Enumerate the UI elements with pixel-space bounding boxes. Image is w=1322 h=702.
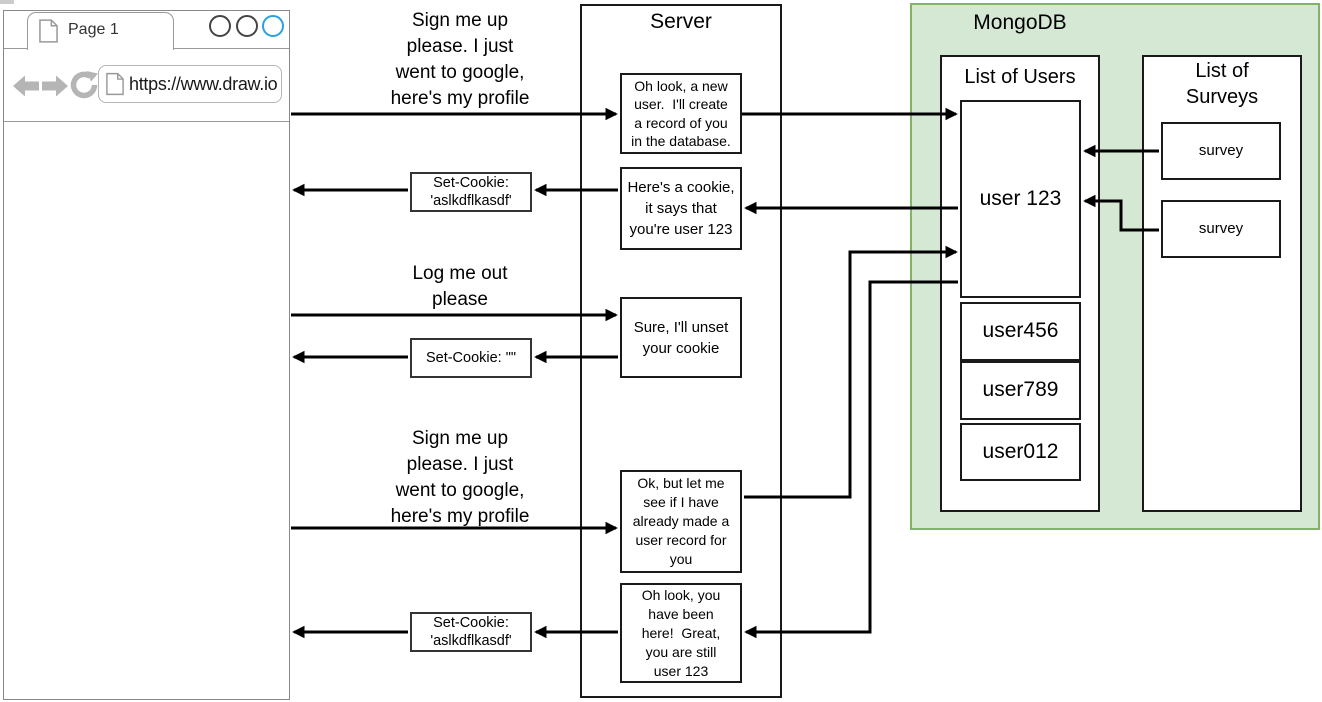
mongodb-title: MongoDB [973,11,1067,34]
tab-title: Page 1 [68,21,119,38]
corner-artifact [0,0,14,4]
list-of-surveys-title: List of Surveys [1185,60,1259,108]
browser-tab: Page 1 [27,12,174,50]
annotation-logout-request: Log me out please [412,263,508,310]
server-message-check-record: Ok, but let me see if I have already mad… [620,470,742,573]
server-message-give-cookie: Here's a cookie, it says that you're use… [620,167,742,250]
user-record-456: user456 [960,302,1081,361]
browser-window: Page 1 https://www.draw.io [3,10,290,700]
window-circle-3-active [262,15,284,37]
server-message-unset-cookie: Sure, I'll unset your cookie [620,297,742,378]
user-record-123: user 123 [960,100,1081,298]
survey-record-1: survey [1161,122,1281,180]
annotation-signup-request-1: Sign me up please. I just went to google… [390,10,530,109]
user-record-012: user012 [960,423,1081,481]
annotation-signup-request-2: Sign me up please. I just went to google… [390,428,530,527]
user-record-789: user789 [960,361,1081,420]
refresh-icon [70,71,98,99]
server-title: Server [650,10,712,33]
window-circle-1 [209,15,231,37]
list-of-users-title: List of Users [964,66,1076,88]
window-circle-2 [236,15,258,37]
url-text: https://www.draw.io [129,73,278,94]
set-cookie-box-2: Set-Cookie: "" [410,338,532,378]
survey-record-2: survey [1161,200,1281,258]
forward-icon [42,75,68,97]
server-message-returning-user: Oh look, you have been here! Great, you … [620,583,742,683]
back-icon [13,75,39,97]
toolbar-separator [4,121,289,122]
page-icon [106,72,124,96]
server-message-create-user: Oh look, a new user. I'll create a recor… [620,73,742,154]
url-field: https://www.draw.io [98,65,282,103]
page-icon [39,19,58,43]
set-cookie-box-3: Set-Cookie: 'aslkdflkasdf' [410,612,532,652]
set-cookie-box-1: Set-Cookie: 'aslkdflkasdf' [410,172,532,212]
